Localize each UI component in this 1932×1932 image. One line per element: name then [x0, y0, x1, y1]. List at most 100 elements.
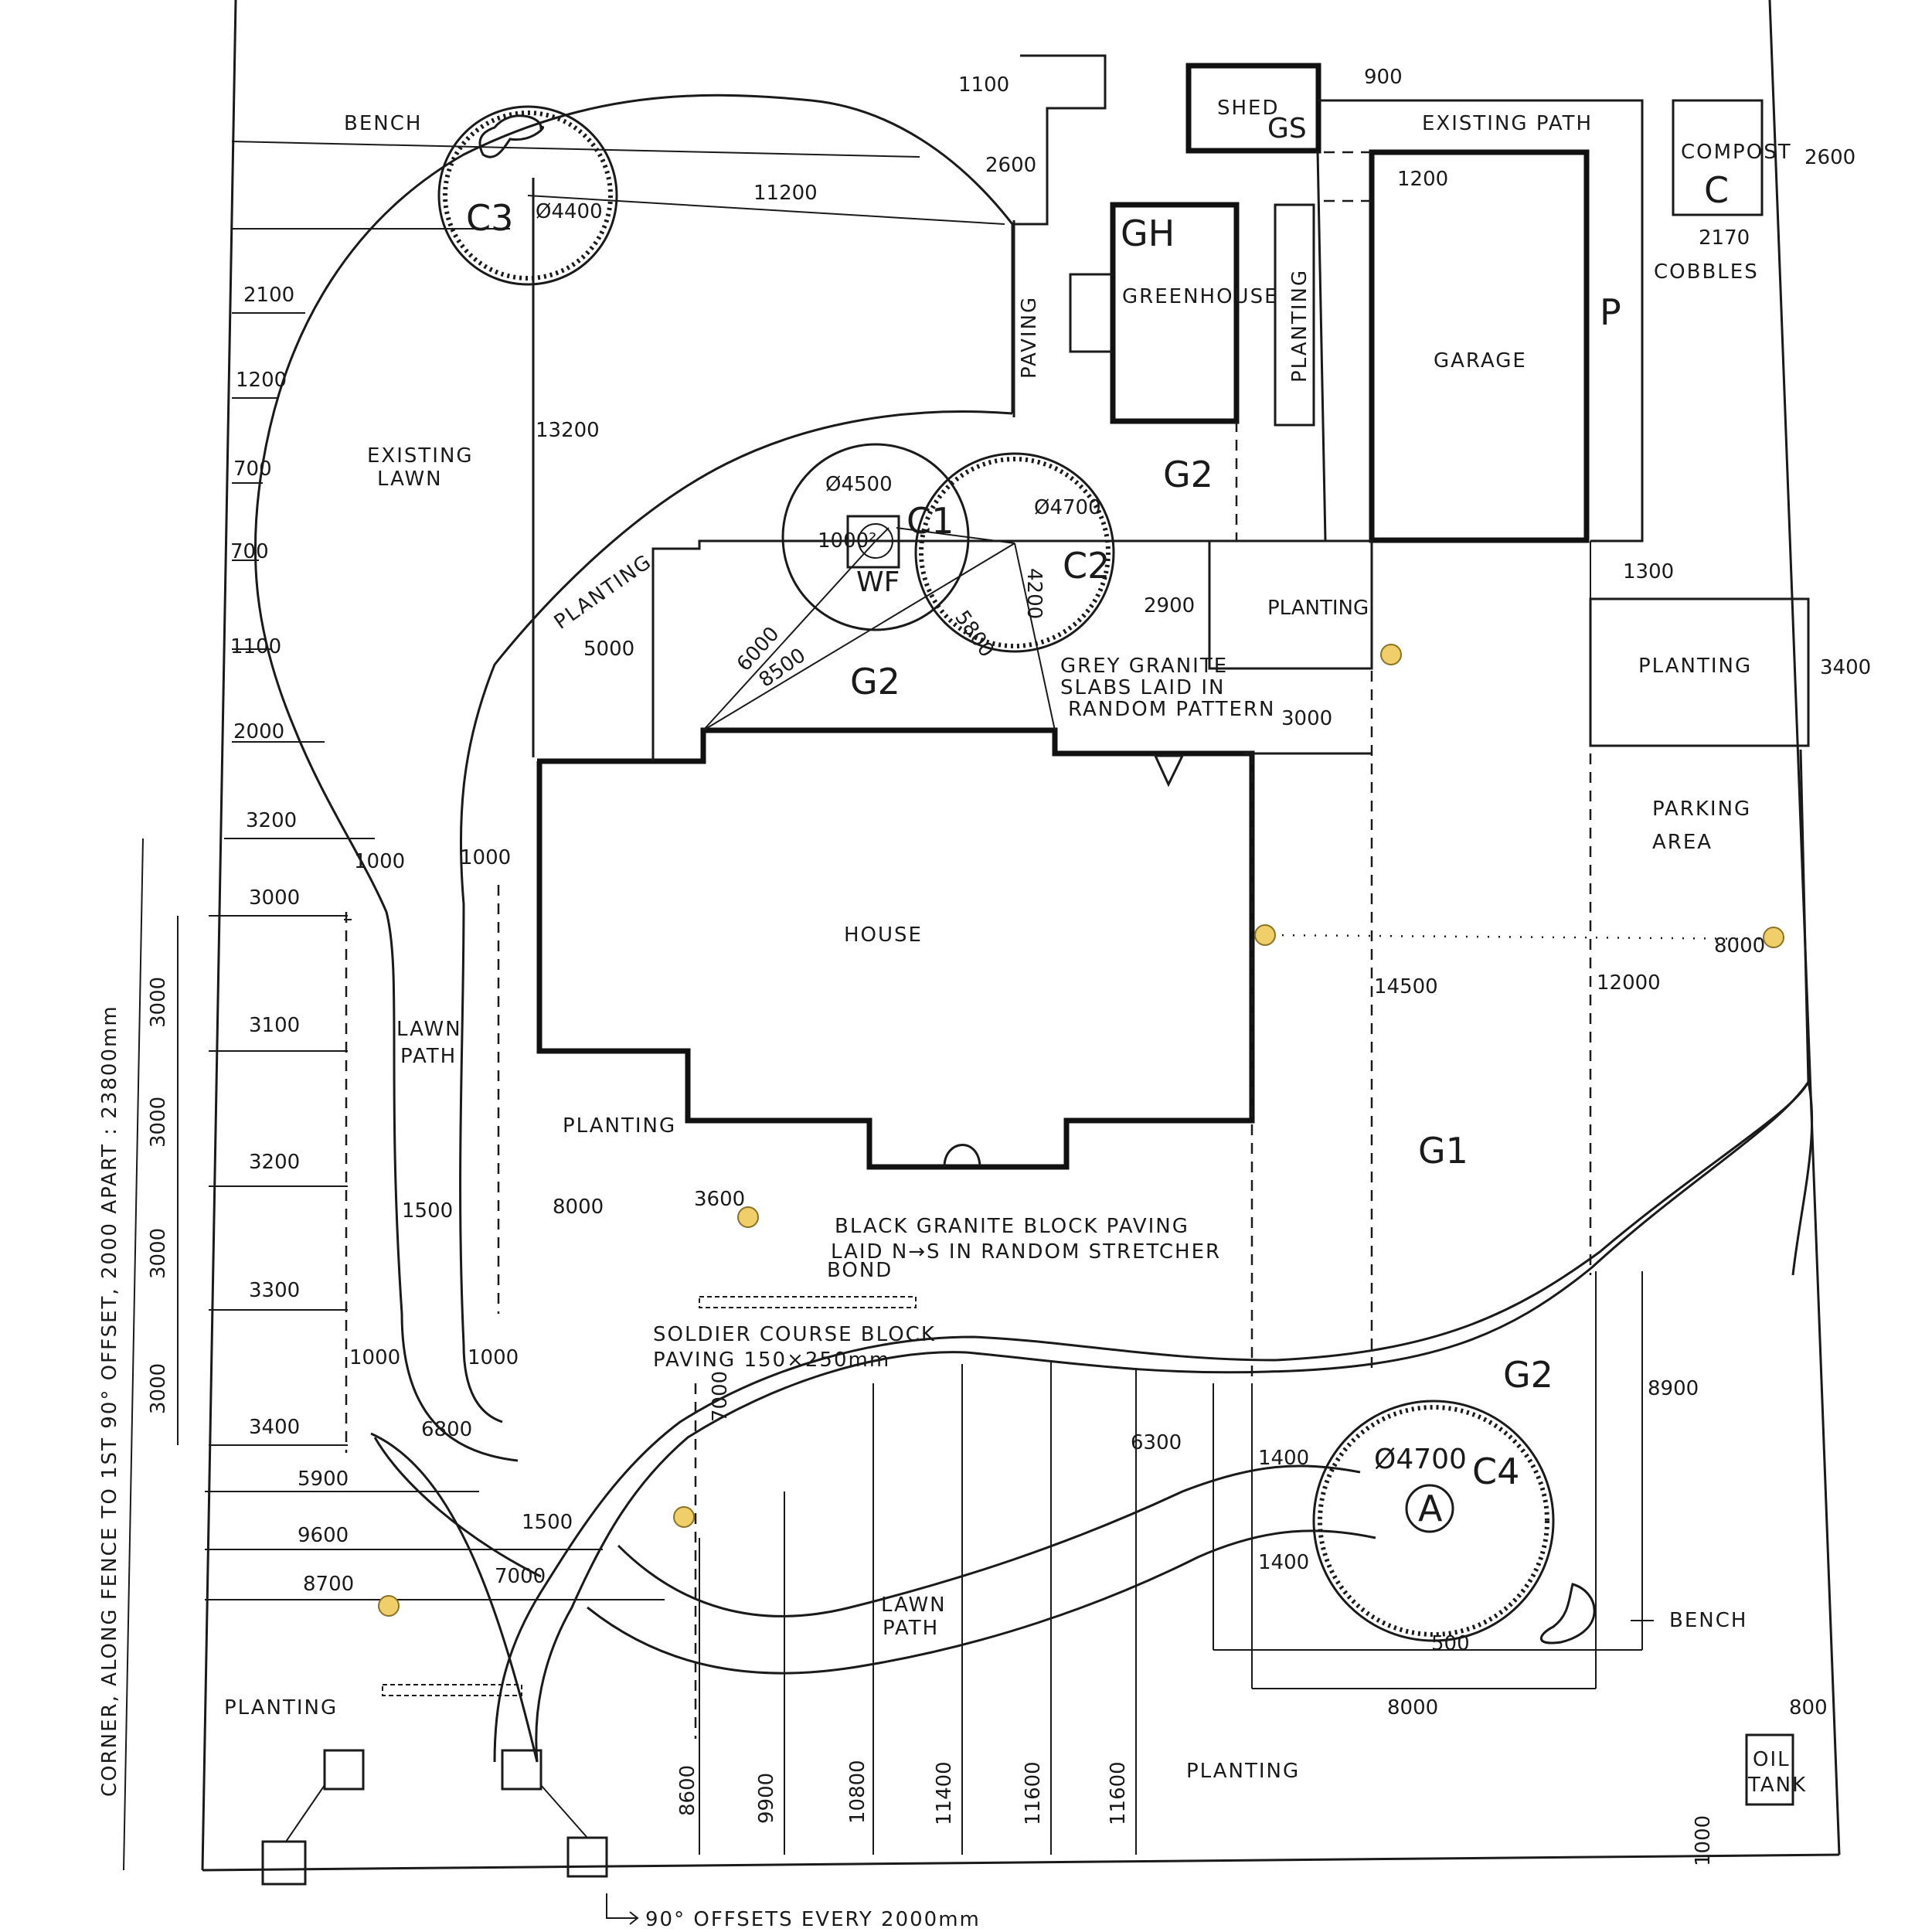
dim-1100: 1100 [958, 73, 1009, 97]
dim-1500b: 1500 [522, 1511, 573, 1534]
dim-1000a: 1000 [354, 850, 405, 873]
dim-3300: 3300 [249, 1279, 300, 1302]
label-g2-low: G2 [1503, 1354, 1553, 1396]
marker-posts [378, 644, 1784, 1617]
dim-2170: 2170 [1699, 226, 1750, 250]
dim-3100: 3100 [249, 1014, 300, 1037]
label-p: P [1600, 291, 1621, 333]
dim-8600: 8600 [676, 1765, 699, 1816]
parking-curves [370, 749, 1814, 1763]
dim-6800: 6800 [421, 1418, 472, 1441]
dim-3200a: 3200 [246, 809, 297, 832]
dim-2600a: 2600 [985, 154, 1036, 177]
dim-1200a: 1200 [1397, 168, 1448, 191]
label-lawn-path-low-2: PATH [883, 1617, 939, 1640]
label-paving: PAVING [1018, 296, 1041, 379]
dim-11600b: 11600 [1107, 1761, 1130, 1825]
lawn-outline [253, 94, 1014, 1462]
circle-c3 [437, 105, 618, 286]
dim-7000b: 7000 [495, 1565, 546, 1588]
label-c3: C3 [466, 197, 513, 239]
soldier-course-markers [382, 1296, 917, 1696]
dimension-labels: 1100 900 2600 11200 1200 2600 2170 2100 … [147, 66, 1871, 1866]
circle-c2 [914, 452, 1115, 653]
area-labels: SHED GS EXISTING PATH COMPOST C COBBLES … [98, 97, 1805, 1931]
reference-lines [694, 753, 1767, 1739]
label-granite-1: GREY GRANITE [1060, 655, 1228, 678]
dim-11600a: 11600 [1022, 1761, 1045, 1825]
dim-3200b: 3200 [249, 1151, 300, 1174]
label-g1: G1 [1418, 1130, 1468, 1172]
label-planting-right: PLANTING [1638, 655, 1752, 678]
label-shed: SHED [1217, 97, 1280, 120]
dim-1000c: 1000 [349, 1346, 400, 1369]
label-black-2: LAID N→S IN RANDOM STRETCHER [831, 1240, 1221, 1264]
dim-700a: 700 [233, 457, 272, 481]
dim-3400a: 3400 [249, 1416, 300, 1439]
label-planting-bl: PLANTING [224, 1696, 338, 1719]
label-cobbles: COBBLES [1654, 260, 1759, 284]
g2-lower-frame [1213, 1271, 1794, 1806]
label-house: HOUSE [844, 923, 923, 947]
dim-9600: 9600 [298, 1524, 349, 1547]
dim-8000c: 8000 [1387, 1696, 1438, 1719]
dim-3000a: 3000 [249, 886, 300, 910]
dim-1000d: 1000 [468, 1346, 519, 1369]
left-offset-lines [123, 312, 665, 1871]
dim-8000b: 8000 [553, 1196, 604, 1219]
label-soldier-1: SOLDIER COURSE BLOCK [653, 1323, 936, 1346]
marker-post [378, 1595, 400, 1617]
label-oil-1: OIL [1753, 1748, 1791, 1771]
label-compost: COMPOST [1681, 141, 1792, 164]
dim-7000a: 7000 [709, 1371, 732, 1422]
dim-1200b: 1200 [236, 369, 287, 392]
bottom-offset-lines [699, 1360, 1137, 1855]
lawn-path-left [344, 885, 500, 1453]
dim-3000v2: 3000 [147, 1097, 170, 1148]
label-black-1: BLACK GRANITE BLOCK PAVING [835, 1215, 1189, 1238]
dim-dia4500: Ø4500 [825, 473, 893, 496]
dim-1400b: 1400 [1258, 1551, 1309, 1574]
dim-14500: 14500 [1374, 975, 1438, 998]
courtyard [532, 178, 1810, 1368]
label-lawn-path-1: LAWN [396, 1018, 462, 1041]
offsets-arrow [606, 1893, 639, 1925]
dim-3000v1: 3000 [147, 977, 170, 1028]
label-wf-size: 1000² [818, 529, 877, 553]
dim-1500a: 1500 [402, 1199, 453, 1223]
dim-6300: 6300 [1131, 1431, 1182, 1454]
marker-post [1763, 927, 1784, 948]
label-wf: WF [856, 566, 900, 598]
dim-900: 900 [1364, 66, 1403, 89]
dim-11200: 11200 [753, 182, 818, 205]
dim-5900: 5900 [298, 1468, 349, 1491]
dim-800: 800 [1789, 1696, 1828, 1719]
marker-post [1380, 644, 1402, 665]
dim-8900: 8900 [1648, 1377, 1699, 1400]
label-planting-diag: PLANTING [550, 550, 657, 634]
marker-post [737, 1206, 759, 1228]
dim-2000: 2000 [233, 720, 284, 743]
dim-2900: 2900 [1144, 594, 1195, 617]
label-garage: GARAGE [1434, 349, 1527, 372]
label-gs: GS [1267, 113, 1307, 145]
dim-dia4700a: Ø4700 [1034, 496, 1101, 519]
outbuildings [1012, 54, 1764, 543]
dim-1000e: 1000 [1692, 1815, 1715, 1866]
label-soldier-2: PAVING 150×250mm [653, 1349, 890, 1372]
dim-3400b: 3400 [1820, 656, 1871, 679]
dim-12000: 12000 [1597, 971, 1661, 995]
dim-1400a: 1400 [1258, 1447, 1309, 1470]
label-greenhouse: GREENHOUSE [1122, 285, 1279, 308]
dim-10800: 10800 [846, 1760, 869, 1824]
label-planting-bottom: PLANTING [1186, 1760, 1300, 1783]
dim-3000v3: 3000 [147, 1228, 170, 1279]
dim-9900: 9900 [755, 1773, 778, 1824]
label-lawn-path-low-1: LAWN [881, 1594, 947, 1617]
dim-11400: 11400 [933, 1761, 956, 1825]
label-offsets-note: 90° OFFSETS EVERY 2000mm [645, 1908, 981, 1931]
dim-8700: 8700 [303, 1573, 354, 1596]
label-c1: C1 [906, 500, 954, 542]
dim-700b: 700 [230, 540, 269, 563]
